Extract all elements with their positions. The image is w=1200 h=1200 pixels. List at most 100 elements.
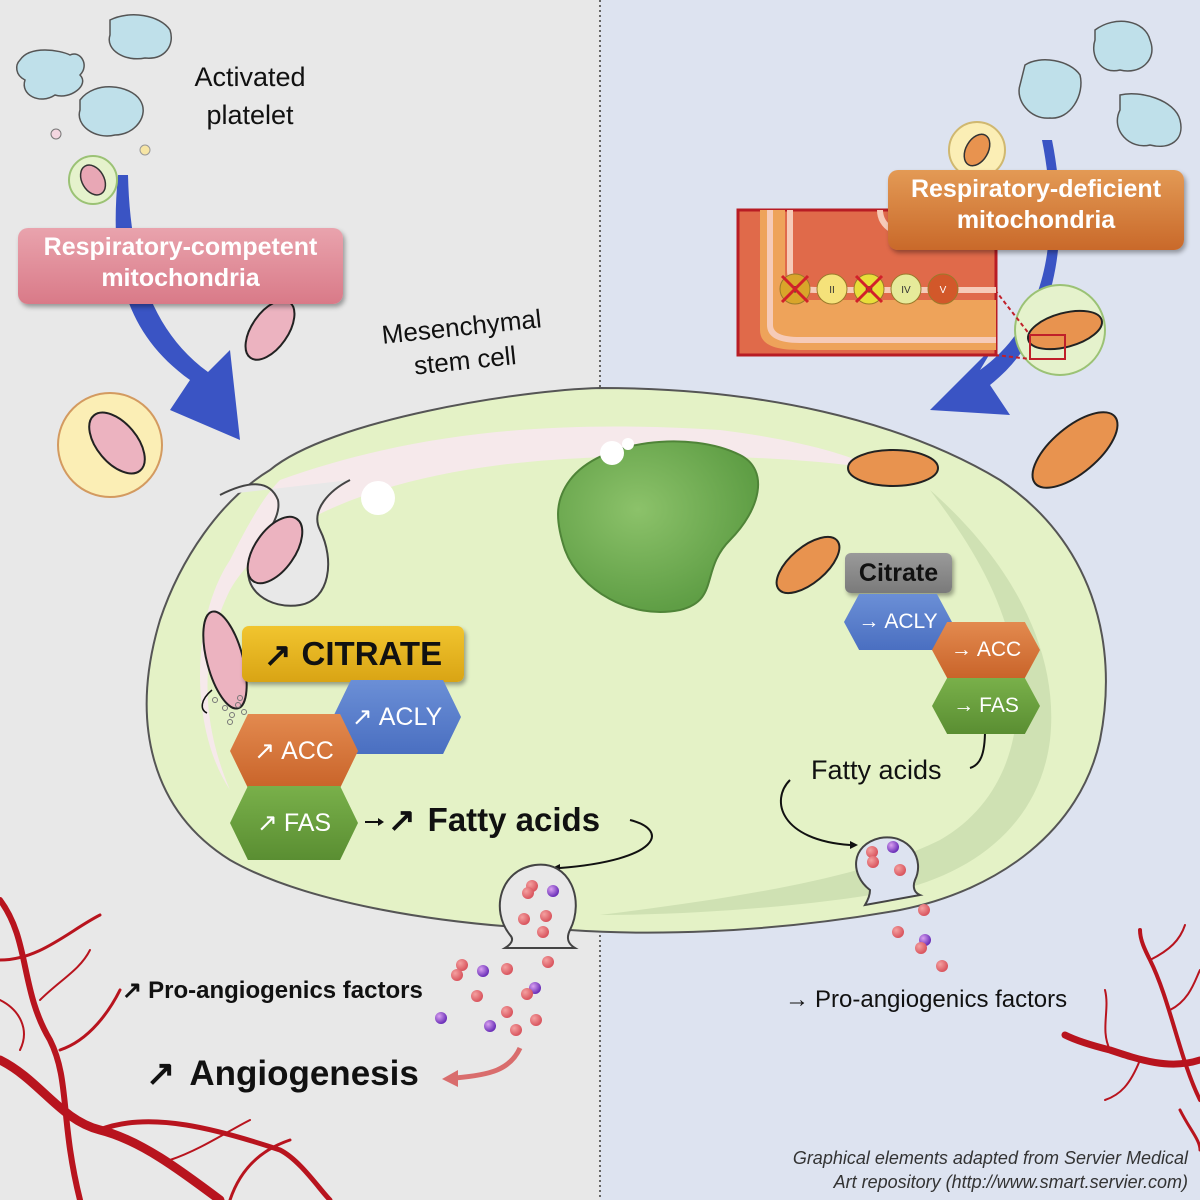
- citrate-granule: [229, 712, 235, 718]
- fatty-acids-right: Fatty acids: [811, 755, 942, 786]
- enzyme-label: ACC: [976, 638, 1022, 661]
- complex-row: IIIIIIIVV: [779, 273, 959, 305]
- nucleus: [557, 440, 759, 613]
- credit-line1: Graphical elements adapted from Servier …: [792, 1148, 1188, 1168]
- complex-circle: [816, 273, 848, 305]
- mitochondrion-icon: [79, 164, 107, 196]
- pro-angiogenic-factors-left: ↗Pro-angiogenics factors: [122, 976, 423, 1005]
- increase-arrow-icon: ↗: [263, 635, 292, 673]
- blocked-x-icon: [854, 274, 884, 304]
- granule: [50, 128, 62, 140]
- zoom-marker: [1029, 334, 1066, 360]
- increase-arrow-icon: ↗: [146, 1054, 176, 1093]
- factor-dot-red: [501, 963, 513, 975]
- factor-dot-red: [894, 864, 906, 876]
- granule: [139, 144, 151, 156]
- enzyme-label: ACC: [281, 736, 334, 765]
- increase-arrow-icon: ↗: [254, 737, 276, 765]
- respiratory-deficient-box: Respiratory-deficient mitochondria: [888, 170, 1184, 250]
- citrate-granule: [241, 709, 247, 715]
- factor-dot-red: [510, 1024, 522, 1036]
- complex-III: III: [853, 273, 885, 305]
- factor-dot-red: [542, 956, 554, 968]
- blood-vessels-right: [1061, 924, 1200, 1152]
- vesicle: [600, 441, 624, 465]
- secretory-vesicle-left: [498, 863, 579, 949]
- angiogenesis-left: ↗ Angiogenesis: [146, 1054, 419, 1094]
- cell-membrane: [145, 386, 1107, 934]
- increase-arrow-icon: ↗: [351, 703, 373, 731]
- enzyme-label: ACLY: [378, 702, 443, 731]
- citrate-box-right: Citrate: [845, 553, 952, 593]
- factor-dot-purple: [477, 965, 489, 977]
- pro-angiogenic-factors-label: Pro-angiogenics factors: [815, 986, 1068, 1013]
- complex-circle: [927, 273, 959, 305]
- increase-arrow-icon: ↗: [256, 809, 278, 837]
- factor-dot-red: [892, 926, 904, 938]
- platelet-label: Activated platelet: [186, 58, 314, 134]
- respiratory-deficient-line1: Respiratory-deficient: [910, 175, 1162, 203]
- platelet-cluster-left: [15, 14, 172, 137]
- factor-dot-red: [501, 1006, 513, 1018]
- increase-arrow-icon: ↗: [122, 977, 143, 1004]
- factor-dot-red: [918, 904, 930, 916]
- complex-IV: IV: [890, 273, 922, 305]
- enzyme-acly-right: →ACLY: [844, 594, 952, 650]
- enzyme-label: FAS: [283, 808, 332, 837]
- platelet-cluster-right: [1018, 20, 1182, 147]
- respiratory-deficient-line2: mitochondria: [956, 206, 1116, 234]
- pro-angiogenic-factor-dots: [212, 695, 948, 1036]
- respiratory-competent-line2: mitochondria: [101, 264, 260, 292]
- factor-dot-purple: [484, 1020, 496, 1032]
- respiratory-competent-box: Respiratory-competent mitochondria: [18, 228, 343, 304]
- enzyme-label: FAS: [979, 694, 1019, 717]
- complex-I: I: [779, 273, 811, 305]
- factor-dot-red: [540, 910, 552, 922]
- steady-arrow-icon: →: [785, 986, 809, 1013]
- factor-dot-red: [867, 856, 879, 868]
- enzyme-acly-left: ↗ACLY: [333, 680, 461, 754]
- complex-label: V: [940, 285, 947, 296]
- fatty-acids-label: Fatty acids: [427, 801, 601, 838]
- arrow-head: [378, 818, 384, 826]
- zoom-connector: [994, 354, 1031, 360]
- citrate-granule: [222, 705, 228, 711]
- factor-dot-purple: [547, 885, 559, 897]
- citrate-granule: [227, 719, 233, 725]
- complex-II: II: [816, 273, 848, 305]
- mitochondrion-icon: [246, 515, 304, 585]
- citrate-export-arrow: [201, 689, 213, 714]
- mitochondrion-icon: [1027, 309, 1103, 351]
- factor-dot-purple: [435, 1012, 447, 1024]
- citrate-granule: [235, 702, 241, 708]
- increase-arrow-icon: ↗: [388, 801, 416, 838]
- factor-dot-red: [471, 990, 483, 1002]
- arrow-fatty-acids-to-vesicle: [559, 819, 653, 869]
- mitochondrion-icon: [1031, 411, 1119, 489]
- pro-angiogenic-factors-label: Pro-angiogenics factors: [148, 977, 423, 1004]
- arrow-head: [850, 841, 858, 849]
- credit-text: Graphical elements adapted from Servier …: [793, 1146, 1188, 1194]
- arrow-fas-to-fatty-acids: [969, 729, 986, 769]
- citrate-granule: [237, 695, 243, 701]
- vesicle: [622, 438, 634, 450]
- enzyme-fas-right: →FAS: [932, 678, 1040, 734]
- citrate-granule: [212, 697, 218, 703]
- right-transfer-arrow: [930, 140, 1060, 415]
- angiogenesis-label: Angiogenesis: [189, 1054, 419, 1093]
- complex-V: V: [927, 273, 959, 305]
- complex-label: II: [829, 285, 835, 296]
- mitochondrion-icon: [88, 411, 146, 475]
- steady-arrow-icon: →: [858, 610, 880, 633]
- enzyme-label: ACLY: [884, 610, 938, 633]
- vesicle: [361, 481, 395, 515]
- fatty-acids-left: ↗ Fatty acids: [388, 800, 600, 839]
- complex-circle: [890, 273, 922, 305]
- arrow-fatty-acids-to-vesicle: [780, 779, 851, 846]
- factor-dot-red: [915, 942, 927, 954]
- complex-label: IV: [901, 285, 911, 296]
- factor-dot-red: [866, 846, 878, 858]
- factor-dot-red: [522, 887, 534, 899]
- factor-dot-purple: [887, 841, 899, 853]
